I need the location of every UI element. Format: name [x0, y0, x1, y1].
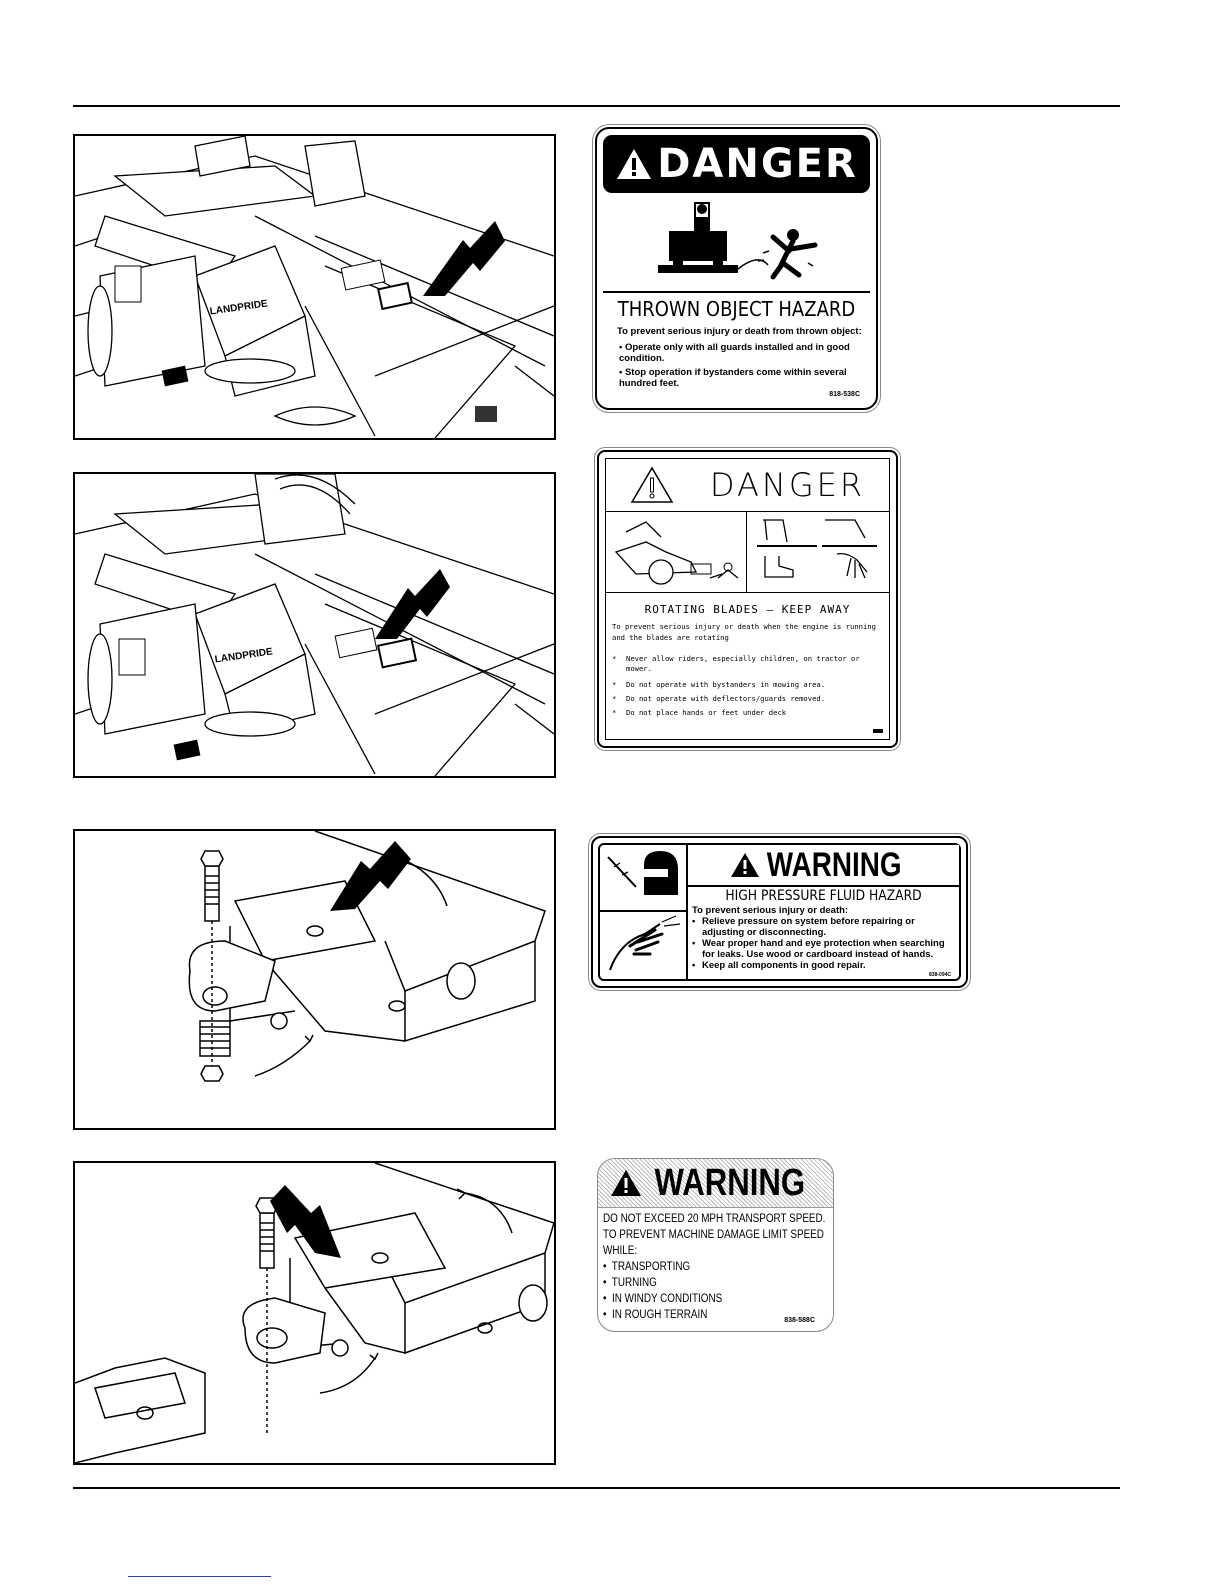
hand-fluid-pictogram-icon: [609, 915, 681, 971]
decal-bullet: *Do not operate with bystanders in mowin…: [612, 680, 885, 689]
warning-triangle-icon: [610, 1170, 641, 1196]
decal-bullet: • Stop operation if bystanders come with…: [619, 367, 847, 389]
decal-bullet-text: TRANSPORTING: [611, 1261, 691, 1273]
arrow-icon: [270, 1185, 341, 1258]
decal-bullet: •Wear proper hand and eye protection whe…: [692, 938, 955, 960]
decal-bullet-text: Do not operate with bystanders in mowing…: [626, 680, 826, 690]
decal-bullet: •Relieve pressure on system before repai…: [692, 916, 955, 938]
header-rule: [73, 105, 1120, 107]
decal-header-text: WARNING: [767, 845, 902, 884]
decal-bullet-text: Wear proper hand and eye protection when…: [702, 938, 945, 960]
decal-part-number: 838-094C: [929, 972, 951, 978]
decal-intro: To prevent serious injury or death from …: [617, 326, 862, 337]
decal-bullet-text: Do not place hands or feet under deck: [626, 708, 787, 718]
footer-rule: [73, 1487, 1120, 1489]
decal-pictogram: [603, 193, 870, 291]
decal-header: DANGER: [603, 135, 870, 193]
danger-thrown-object-decal: DANGER THROWN OBJECT HAZARD To prevent s…: [595, 127, 878, 410]
decal-bullet-text: Stop operation if bystanders come within…: [619, 367, 847, 389]
warning-triangle-icon: [731, 853, 760, 877]
decal-bullet: • Operate only with all guards installed…: [619, 342, 850, 364]
decal-title: ROTATING BLADES — KEEP AWAY: [644, 603, 851, 616]
decal-bullet: *Do not place hands or feet under deck: [612, 708, 885, 717]
decal-title: HIGH PRESSURE FLUID HAZARD: [725, 888, 922, 904]
decal-code-mark: [873, 729, 883, 733]
figure-deck-decal-location-2: LANDPRIDE: [73, 472, 556, 778]
arrow-icon: [330, 841, 411, 911]
warning-high-pressure-fluid-decal: WARNING HIGH PRESSURE FLUID HAZARD To pr…: [591, 836, 968, 988]
decal-header-text: DANGER: [657, 141, 858, 187]
decal-bullet: • IN ROUGH TERRAIN: [603, 1309, 708, 1321]
decal-bullet: • IN WINDY CONDITIONS: [603, 1293, 723, 1305]
arrow-icon: [423, 221, 505, 296]
decal-header: WARNING: [598, 1159, 833, 1208]
decal-bullet-text: Relieve pressure on system before repair…: [702, 916, 915, 938]
decal-bullet-text: IN WINDY CONDITIONS: [611, 1293, 723, 1305]
figure-hitch-decal-location-1: [73, 829, 556, 1130]
decal-text-line: DO NOT EXCEED 20 MPH TRANSPORT SPEED.: [603, 1213, 826, 1225]
decal-intro: To prevent serious injury or death when …: [612, 622, 876, 642]
eye-protection-pictogram-icon: [607, 851, 678, 895]
decal-bullet-text: Keep all components in good repair.: [702, 960, 866, 971]
decal-header: DANGER: [606, 459, 889, 512]
decal-bullet: • TRANSPORTING: [603, 1261, 691, 1273]
decal-bullet: *Never allow riders, especially children…: [612, 654, 885, 676]
decal-header-text: WARNING: [654, 1161, 805, 1204]
decal-bullet: *Do not operate with deflectors/guards r…: [612, 694, 885, 703]
decal-bullet-text: Do not operate with deflectors/guards re…: [626, 694, 826, 704]
decal-part-number: 818-538C: [829, 391, 860, 398]
warning-transport-speed-decal: WARNING DO NOT EXCEED 20 MPH TRANSPORT S…: [597, 1158, 834, 1332]
decal-intro: To prevent serious injury or death:: [692, 905, 849, 916]
decal-bullet-text: TURNING: [611, 1277, 657, 1289]
figure-hitch-decal-location-2: [73, 1161, 556, 1465]
figure-deck-decal-location-1: LANDPRIDE: [73, 134, 556, 440]
rider-run-over-pictogram-icon: [614, 521, 739, 585]
decal-bullet: • TURNING: [603, 1277, 657, 1289]
decal-header-text: DANGER: [709, 466, 866, 504]
danger-rotating-blades-decal: DANGER: [597, 450, 898, 748]
thrown-object-pictogram-icon: [658, 202, 818, 280]
link-underline[interactable]: [128, 1576, 271, 1577]
decal-pictogram: [606, 512, 889, 593]
warning-triangle-icon: [630, 466, 674, 503]
arrow-icon: [375, 569, 450, 639]
decal-bullet-text: IN ROUGH TERRAIN: [611, 1309, 708, 1321]
decal-bullet-text: Operate only with all guards installed a…: [619, 342, 850, 364]
decal-header: WARNING: [688, 845, 959, 887]
decal-part-number: 838-588C: [784, 1317, 815, 1324]
decal-bullet-text: Never allow riders, especially children,…: [626, 653, 860, 674]
warning-triangle-icon: [617, 149, 652, 179]
foot-hand-blade-pictogram-icon: [757, 519, 877, 579]
decal-bullet: •Keep all components in good repair.: [692, 960, 955, 971]
decal-text-line: TO PREVENT MACHINE DAMAGE LIMIT SPEED WH…: [603, 1229, 824, 1257]
decal-title: THROWN OBJECT HAZARD: [617, 297, 856, 321]
